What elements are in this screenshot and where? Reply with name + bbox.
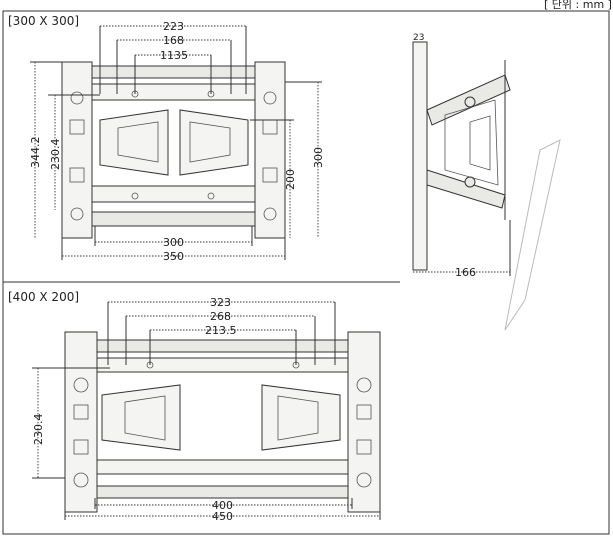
left-wall-rail (61, 61, 93, 239)
dim-168: 168 (163, 34, 184, 47)
outer-frame (2, 10, 610, 535)
dim-350: 350 (163, 250, 184, 263)
right-wall-rail (254, 61, 286, 239)
dim-344-2: 344.2 (29, 137, 42, 169)
top-section-title: [300 X 300] (8, 14, 79, 28)
dim-268: 268 (210, 310, 231, 323)
dim-23: 23 (413, 33, 424, 43)
left-wall-rail (64, 331, 98, 513)
dim-450: 450 (212, 510, 233, 523)
top-diagram: [300 X 300] 223 168 1135 344.2 230.4 (8, 14, 325, 263)
right-wall-rail (347, 331, 381, 513)
dim-166: 166 (455, 266, 476, 279)
dim-223: 223 (163, 20, 184, 33)
dim-300-horizontal: 300 (163, 236, 184, 249)
dim-1135: 1135 (160, 49, 188, 62)
side-view-diagram: 23 166 (412, 33, 561, 331)
unit-label: [ 단위 : mm ] (544, 0, 612, 11)
dim-323: 323 (210, 296, 231, 309)
dim-300-vertical: 300 (312, 147, 325, 168)
bottom-section-title: [400 X 200] (8, 290, 79, 304)
dim-200-vertical: 200 (284, 169, 297, 190)
bottom-diagram: [400 X 200] 323 268 213.5 230.4 400 450 (8, 290, 381, 523)
dim-213-5: 213.5 (205, 324, 237, 337)
dim-400: 400 (212, 499, 233, 512)
dim-230-4-bottom: 230.4 (32, 414, 45, 446)
dim-230-4: 230.4 (49, 139, 62, 171)
